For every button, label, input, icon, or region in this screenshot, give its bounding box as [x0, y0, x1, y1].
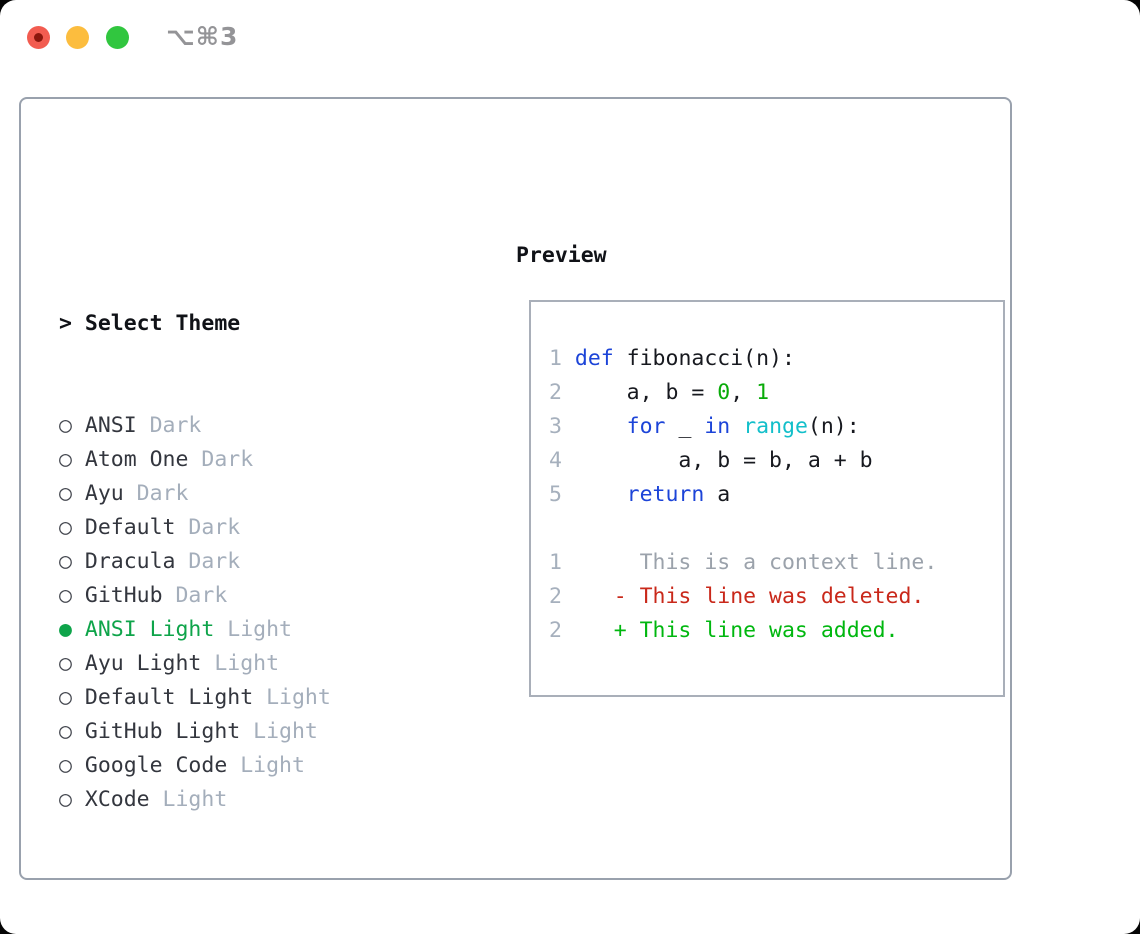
- theme-item-label: Dracula: [84, 549, 176, 574]
- theme-item-ayu[interactable]: ○ Ayu Dark: [59, 477, 499, 511]
- theme-item-label: GitHub: [84, 583, 163, 608]
- theme-item-google-code[interactable]: ○ Google Code Light: [59, 749, 499, 783]
- theme-item-ansi[interactable]: ○ ANSI Dark: [59, 409, 499, 443]
- line-number: 1: [549, 550, 562, 575]
- theme-item-label: ANSI: [84, 413, 137, 438]
- radio-icon: ○: [59, 685, 72, 710]
- theme-picker-title: > Select Theme: [59, 307, 499, 341]
- theme-item-github[interactable]: ○ GitHub Dark: [59, 579, 499, 613]
- code-line: 2 a, b = 0, 1: [549, 376, 937, 410]
- theme-item-label: Default: [84, 515, 176, 540]
- theme-item-default-light[interactable]: ○ Default Light Light: [59, 681, 499, 715]
- window-shortcut-label: ⌥⌘3: [166, 22, 239, 51]
- theme-variant-label: Light: [240, 753, 305, 778]
- theme-variant-label: Dark: [149, 413, 202, 438]
- theme-item-label: Atom One: [84, 447, 189, 472]
- theme-variant-label: Dark: [136, 481, 189, 506]
- line-number: 1: [549, 346, 562, 371]
- line-number: 5: [549, 482, 562, 507]
- theme-variant-label: Dark: [175, 583, 228, 608]
- theme-item-label: XCode: [84, 787, 150, 812]
- radio-icon: ○: [59, 549, 72, 574]
- theme-variant-label: Dark: [188, 515, 241, 540]
- radio-icon: ○: [59, 583, 72, 608]
- theme-variant-label: Light: [227, 617, 292, 642]
- theme-variant-label: Light: [214, 651, 280, 676]
- theme-item-label: GitHub Light: [84, 719, 241, 744]
- theme-item-xcode[interactable]: ○ XCode Light: [59, 783, 499, 817]
- code-line: 3 for _ in range(n):: [549, 410, 937, 444]
- minimize-button[interactable]: [66, 26, 89, 49]
- theme-item-github-light[interactable]: ○ GitHub Light Light: [59, 715, 499, 749]
- zoom-button[interactable]: [106, 26, 129, 49]
- theme-item-label: Google Code: [84, 753, 228, 778]
- record-dot-icon: [34, 33, 43, 42]
- line-number: 3: [549, 414, 562, 439]
- line-number: 2: [549, 618, 562, 643]
- close-button[interactable]: [27, 26, 50, 49]
- theme-variant-label: Dark: [188, 549, 241, 574]
- theme-variant-label: Light: [266, 685, 331, 710]
- radio-icon: ○: [59, 651, 72, 676]
- code-line: 5 return a: [549, 478, 937, 512]
- spacer: [59, 885, 499, 919]
- theme-item-ansi-light[interactable]: ● ANSI Light Light: [59, 613, 499, 647]
- prompt-icon: >: [59, 311, 72, 336]
- theme-variant-label: Dark: [201, 447, 254, 472]
- preview-title: Preview: [516, 243, 607, 268]
- radio-icon: ○: [59, 787, 72, 812]
- code-line: 2 - This line was deleted.: [549, 580, 937, 614]
- radio-icon: ○: [59, 719, 72, 744]
- radio-icon: ○: [59, 413, 72, 438]
- theme-item-dracula[interactable]: ○ Dracula Dark: [59, 545, 499, 579]
- radio-icon: ○: [59, 515, 72, 540]
- theme-item-label: Default Light: [84, 685, 254, 710]
- code-line: 2 + This line was added.: [549, 614, 937, 648]
- radio-icon: ○: [59, 481, 72, 506]
- theme-item-default[interactable]: ○ Default Dark: [59, 511, 499, 545]
- theme-variant-label: Light: [253, 719, 318, 744]
- radio-icon: ○: [59, 447, 72, 472]
- code-line: 4 a, b = b, a + b: [549, 444, 937, 478]
- theme-variant-label: Light: [162, 787, 228, 812]
- line-number: 2: [549, 584, 562, 609]
- line-number: 2: [549, 380, 562, 405]
- code-line: [549, 512, 937, 546]
- code-line: 1 This is a context line.: [549, 546, 937, 580]
- theme-item-ayu-light[interactable]: ○ Ayu Light Light: [59, 647, 499, 681]
- line-number: 4: [549, 448, 562, 473]
- radio-icon: ○: [59, 753, 72, 778]
- theme-item-label: ANSI Light: [84, 617, 215, 642]
- theme-picker-title-label: Select Theme: [84, 311, 241, 336]
- radio-selected-icon: ●: [59, 617, 72, 642]
- theme-item-atom-one[interactable]: ○ Atom One Dark: [59, 443, 499, 477]
- theme-item-label: Ayu Light: [84, 651, 202, 676]
- theme-item-label: Ayu: [84, 481, 124, 506]
